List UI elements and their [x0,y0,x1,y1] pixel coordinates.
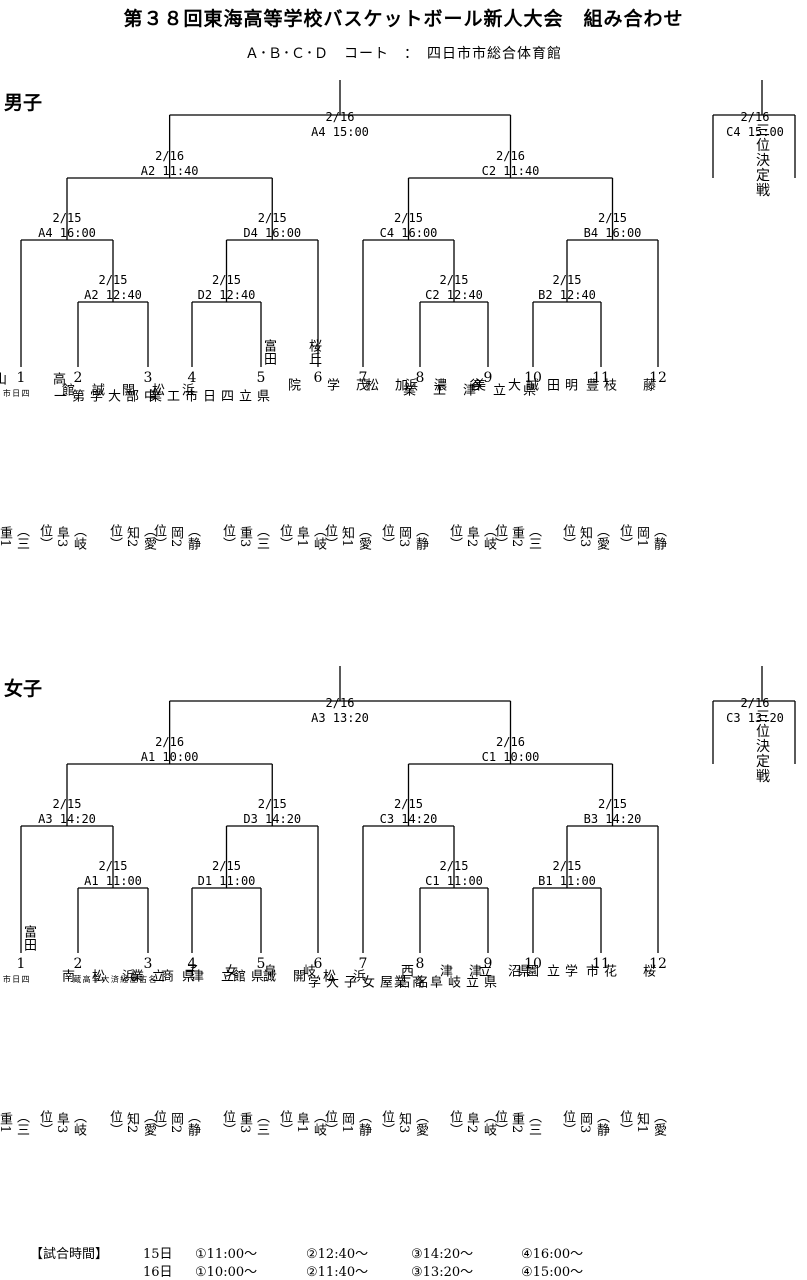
team-prefecture-rank: （静岡1位） [617,524,666,550]
third-place-label: 三位決定戦 [754,123,770,198]
schedule-time: ①11:00～ [195,1247,258,1262]
team-number: 12 [649,370,667,386]
team-prefecture-rank: （三重1位） [0,524,29,550]
team-number: 11 [592,956,610,972]
team-number: 10 [524,370,542,386]
team-name: 藤枝明誠 [523,378,655,391]
team-name: 桜丘 [306,338,321,365]
match-date-label: 2/16 [326,696,355,710]
team-number: 7 [359,956,368,972]
team-name: 県立津西 [398,964,530,977]
team-prefecture-rank: （三重3位） [220,1110,269,1136]
schedule-time: ③14:20～ [411,1247,474,1262]
team-prefecture-rank: （岐阜2位） [447,524,496,550]
team-prefecture-rank: （静岡2位） [151,1110,200,1136]
team-prefecture-rank: （愛知3位） [560,524,609,550]
team-name: 県立津商業 [128,968,263,982]
team-number: 4 [188,956,197,972]
team-prefecture-rank: （静岡3位） [560,1110,609,1136]
match-time-label: C4 15:00 [726,125,784,139]
team-prefecture-rank: （岐阜1位） [277,524,326,550]
team-number: 3 [144,370,153,386]
team-name: 四日市メリノール学院 [0,975,30,983]
page-title: 第３８回東海高等学校バスケットボール新人大会 組み合わせ [123,8,684,30]
section-label: 男子 [4,92,43,114]
schedule-time: ①10:00～ [195,1265,258,1280]
match-date-label: 2/16 [741,110,770,124]
match-date-label: 2/16 [741,696,770,710]
team-name: 県立岐阜商業 [391,974,496,988]
schedule-time: ②11:40～ [306,1265,369,1280]
team-name: 中部大学第一 [51,388,156,402]
match-time-label: A4 15:00 [311,125,369,139]
team-prefecture-rank: （岐阜3位） [37,524,86,550]
team-prefecture-rank: （岐阜3位） [37,1110,86,1136]
schedule-day: 15日 [143,1247,173,1262]
venue-subtitle: Ａ･Ｂ･Ｃ･Ｄ コート ： 四日市市総合体育館 [245,46,562,62]
team-number: 11 [592,370,610,386]
schedule-time: ②12:40～ [306,1247,369,1262]
team-name: 名古屋女子大学 [305,974,428,988]
schedule-day: 16日 [143,1265,173,1280]
team-number: 8 [416,956,425,972]
team-number: 9 [484,956,493,972]
team-number: 5 [257,956,266,972]
team-name: 高山西 [0,372,65,385]
team-number: 1 [17,956,26,972]
team-prefecture-rank: （静岡3位） [379,524,428,550]
team-number: 10 [524,956,542,972]
team-prefecture-rank: （岐阜1位） [277,1110,326,1136]
team-prefecture-rank: （三重2位） [492,1110,541,1136]
team-name: 富田 [21,924,36,951]
team-number: 3 [144,956,153,972]
team-name: 県立四日市工業 [146,388,269,402]
match-time-label: A3 13:20 [311,711,369,725]
team-number: 6 [314,956,323,972]
team-number: 1 [17,370,26,386]
team-prefecture-rank: （愛知2位） [107,1110,156,1136]
schedule-label: 【試合時間】 [30,1247,109,1262]
match-time-label: C3 13:20 [726,711,784,725]
match-date-label: 2/16 [326,110,355,124]
schedule-time: ④16:00～ [521,1247,584,1262]
team-name: 岐阜女子 [183,964,315,977]
team-prefecture-rank: （静岡2位） [151,524,200,550]
team-number: 9 [484,370,493,386]
team-number: 8 [416,370,425,386]
third-place-label: 三位決定戦 [754,709,770,784]
team-prefecture-rank: （愛知1位） [617,1110,666,1136]
team-number: 7 [359,370,368,386]
team-prefecture-rank: （愛知3位） [379,1110,428,1136]
team-name: 浜松学院 [285,378,417,391]
schedule-time: ④15:00～ [521,1265,584,1280]
team-number: 5 [257,370,266,386]
section-label: 女子 [4,678,43,700]
team-name: 四日市メリノール学院 [0,389,30,397]
team-prefecture-rank: （愛知1位） [322,524,371,550]
team-prefecture-rank: （岐阜2位） [447,1110,496,1136]
team-name: 県立津工業 [400,382,535,396]
team-number: 2 [74,370,83,386]
team-prefecture-rank: （三重2位） [492,524,541,550]
team-prefecture-rank: （三重1位） [0,1110,29,1136]
team-number: 12 [649,956,667,972]
schedule-time: ③13:20～ [411,1265,474,1280]
team-number: 6 [314,370,323,386]
team-prefecture-rank: （三重3位） [220,524,269,550]
team-prefecture-rank: （静岡1位） [322,1110,371,1136]
team-name: 桜花学園 [523,964,655,977]
team-number: 4 [188,370,197,386]
team-name: 名古屋経済大学高蔵 [72,975,157,983]
team-prefecture-rank: （愛知2位） [107,524,156,550]
team-number: 2 [74,956,83,972]
